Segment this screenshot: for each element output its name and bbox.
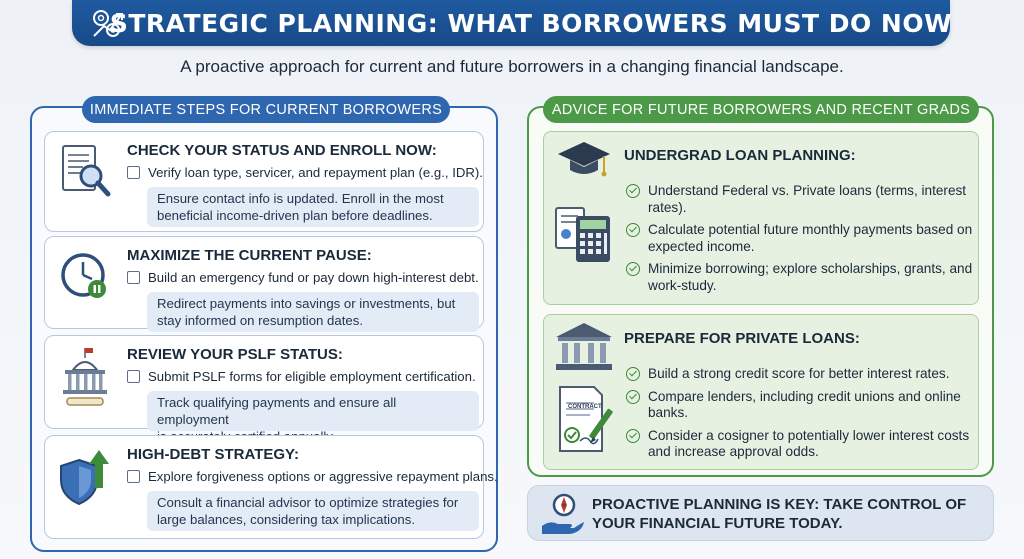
bank-icon	[556, 323, 612, 370]
checkbox[interactable]	[127, 370, 140, 383]
checklist-item[interactable]: Build an emergency fund or pay down high…	[127, 270, 479, 285]
step-card-pslf: REVIEW YOUR PSLF STATUS: Submit PSLF for…	[44, 335, 484, 444]
card-title: REVIEW YOUR PSLF STATUS:	[127, 346, 343, 363]
checkbox[interactable]	[127, 271, 140, 284]
checklist-item[interactable]: Explore forgiveness options or aggressiv…	[127, 469, 498, 484]
list-item-text: Compare lenders, including credit unions…	[648, 388, 961, 421]
compass-hand-icon	[542, 493, 584, 534]
document-magnifier-icon	[62, 145, 111, 197]
contract-icon	[559, 386, 613, 452]
list-item-text: Calculate potential future monthly payme…	[648, 222, 973, 254]
list-item-text: Minimize borrowing; explore scholarships…	[648, 261, 973, 293]
page-subtitle: A proactive approach for current and fut…	[180, 57, 844, 76]
checklist-item[interactable]: Verify loan type, servicer, and repaymen…	[127, 165, 483, 180]
check-circle-icon	[626, 389, 640, 404]
checklist-item[interactable]: Submit PSLF forms for eligible employmen…	[127, 369, 476, 384]
section-items: Understand Federal vs. Private loans (te…	[624, 183, 974, 300]
calculator-icon	[555, 207, 610, 262]
list-item-text: Build a strong credit score for better i…	[648, 366, 950, 381]
title-banner: STRATEGIC PLANNING: WHAT BORROWERS MUST …	[72, 0, 953, 46]
future-borrowers-panel: ADVICE FOR FUTURE BORROWERS AND RECENT G…	[527, 96, 994, 477]
graduation-cap-icon	[558, 142, 610, 177]
note-line: Consult a financial advisor to optimize …	[157, 495, 459, 510]
current-borrowers-panel: IMMEDIATE STEPS FOR CURRENT BORROWERS CH…	[30, 96, 498, 552]
step-card-status: CHECK YOUR STATUS AND ENROLL NOW: Verify…	[44, 131, 484, 232]
card-title: HIGH-DEBT STRATEGY:	[127, 446, 299, 463]
capitol-building-icon	[63, 348, 107, 406]
list-item: Build a strong credit score for better i…	[624, 366, 974, 383]
check-circle-icon	[626, 262, 640, 276]
check-circle-icon	[626, 223, 640, 237]
checkbox[interactable]	[127, 166, 140, 179]
clock-pause-icon	[61, 253, 106, 298]
check-circle-icon	[626, 428, 640, 443]
gear-growth-icon	[93, 10, 123, 37]
list-item: Understand Federal vs. Private loans (te…	[624, 183, 974, 216]
note-line: Ensure contact info is updated. Enroll i…	[157, 191, 444, 206]
undergrad-planning-section: UNDERGRAD LOAN PLANNING: Understand Fede…	[543, 131, 979, 305]
section-items: Build a strong credit score for better i…	[624, 366, 974, 467]
checklist-item-label: Submit PSLF forms for eligible employmen…	[148, 369, 476, 384]
list-item-text: Understand Federal vs. Private loans (te…	[648, 183, 967, 215]
checklist-item-label: Explore forgiveness options or aggressiv…	[148, 469, 498, 484]
card-title: CHECK YOUR STATUS AND ENROLL NOW:	[127, 142, 437, 159]
checklist-item-label: Build an emergency fund or pay down high…	[148, 270, 479, 285]
note-line: beneficial income-driven plan before dea…	[157, 208, 433, 223]
key-message-box: PROACTIVE PLANNING IS KEY: TAKE CONTROL …	[527, 485, 994, 541]
note-line: Track qualifying payments and ensure all…	[157, 395, 397, 427]
list-item: Calculate potential future monthly payme…	[624, 222, 974, 255]
list-item: Compare lenders, including credit unions…	[624, 389, 974, 422]
note-line: large balances, considering tax implicat…	[157, 512, 416, 527]
future-borrowers-heading: ADVICE FOR FUTURE BORROWERS AND RECENT G…	[543, 96, 979, 123]
card-note: Ensure contact info is updated. Enroll i…	[147, 187, 479, 227]
note-line: Redirect payments into savings or invest…	[157, 296, 456, 311]
checklist-item-label: Verify loan type, servicer, and repaymen…	[148, 165, 483, 180]
card-note: Redirect payments into savings or invest…	[147, 292, 479, 332]
check-circle-icon	[626, 367, 640, 381]
private-loans-section: CONTRACT PREPARE FOR PRIVATE LOANS: Buil…	[543, 314, 979, 470]
section-title: PREPARE FOR PRIVATE LOANS:	[624, 330, 860, 347]
section-title: UNDERGRAD LOAN PLANNING:	[624, 147, 856, 164]
check-circle-icon	[626, 184, 640, 198]
current-borrowers-heading: IMMEDIATE STEPS FOR CURRENT BORROWERS	[82, 96, 450, 123]
page-title: STRATEGIC PLANNING: WHAT BORROWERS MUST …	[109, 8, 953, 38]
checkbox[interactable]	[127, 470, 140, 483]
step-card-pause: MAXIMIZE THE CURRENT PAUSE: Build an eme…	[44, 236, 484, 332]
list-item-text: Consider a cosigner to potentially lower…	[648, 427, 970, 460]
card-note: Track qualifying payments and ensure all…	[147, 391, 479, 444]
key-message: PROACTIVE PLANNING IS KEY: TAKE CONTROL …	[592, 496, 967, 532]
list-item: Consider a cosigner to potentially lower…	[624, 428, 974, 461]
step-card-high-debt: HIGH-DEBT STRATEGY: Explore forgiveness …	[44, 435, 498, 539]
note-line: stay informed on resumption dates.	[157, 313, 363, 328]
contract-label: CONTRACT	[568, 404, 602, 410]
card-title: MAXIMIZE THE CURRENT PAUSE:	[127, 247, 372, 264]
card-note: Consult a financial advisor to optimize …	[147, 491, 479, 531]
list-item: Minimize borrowing; explore scholarships…	[624, 261, 974, 294]
shield-arrow-icon	[60, 450, 109, 506]
